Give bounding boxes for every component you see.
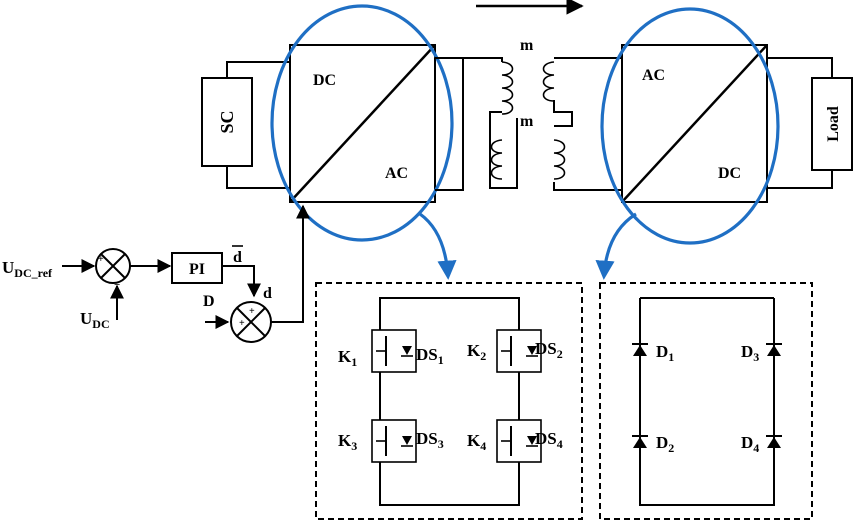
transformer-ratio-top: m — [520, 37, 534, 54]
k2-label: K2 — [467, 341, 486, 363]
sum1-plus-sign: + — [98, 254, 104, 265]
d3-label: D3 — [741, 342, 759, 364]
D-label: D — [203, 293, 215, 310]
switch-k1 — [371, 329, 417, 373]
diode-d2 — [632, 435, 648, 448]
sc-wiring — [226, 61, 290, 189]
callout-arrow-rectifier — [595, 212, 637, 280]
switch-k4 — [496, 419, 542, 463]
diode-d3 — [766, 343, 782, 356]
rectifier-detail-box — [599, 282, 813, 520]
pi-label: PI — [189, 261, 205, 278]
d-label: d — [263, 285, 272, 302]
ds2-label: DS2 — [535, 339, 563, 361]
ds1-label: DS1 — [416, 345, 444, 367]
d4-label: D4 — [741, 433, 759, 455]
load-block — [811, 77, 853, 171]
switch-k3 — [371, 419, 417, 463]
converter1-dc-label: DC — [313, 72, 336, 89]
pi-output-line — [222, 265, 261, 298]
converter1-box — [289, 44, 436, 203]
bridge-wiring — [379, 297, 520, 506]
d2-label: D2 — [656, 433, 674, 455]
d1-label: D1 — [656, 342, 674, 364]
bridge-detail-box — [315, 282, 583, 520]
meas-label: UDC — [80, 309, 110, 331]
rectifier-wiring — [639, 297, 775, 506]
converter2-highlight-ellipse — [600, 7, 780, 245]
sum2-plus-top: + — [249, 306, 255, 317]
load-wiring — [767, 57, 833, 189]
load-label: Load — [825, 106, 842, 142]
converter1-ac-label: AC — [385, 165, 408, 182]
transformer-ratio-bottom: m — [520, 113, 534, 130]
k1-label: K1 — [338, 347, 357, 369]
ds3-label: DS3 — [416, 429, 444, 451]
converter1-diagonal — [289, 44, 436, 203]
converter2-ac-label: AC — [642, 67, 665, 84]
d-output-line — [271, 204, 310, 323]
ds4-label: DS4 — [535, 429, 563, 451]
converter2-diagonal — [621, 44, 768, 203]
switch-k2 — [496, 329, 542, 373]
converter2-dc-label: DC — [718, 165, 741, 182]
sc-label: SC — [217, 110, 237, 133]
pi-block — [171, 252, 223, 284]
dbar-label: d — [233, 249, 242, 266]
k3-label: K3 — [338, 431, 357, 453]
converter2-box — [621, 44, 768, 203]
sum2-plus-left: + — [239, 318, 245, 329]
ref-label: UDC_ref — [2, 258, 53, 280]
diode-d1 — [632, 343, 648, 356]
transformer — [435, 57, 622, 191]
k4-label: K4 — [467, 431, 486, 453]
diode-d4 — [766, 435, 782, 448]
converter1-highlight-ellipse — [270, 4, 454, 242]
callout-arrow-bridge — [419, 212, 457, 280]
